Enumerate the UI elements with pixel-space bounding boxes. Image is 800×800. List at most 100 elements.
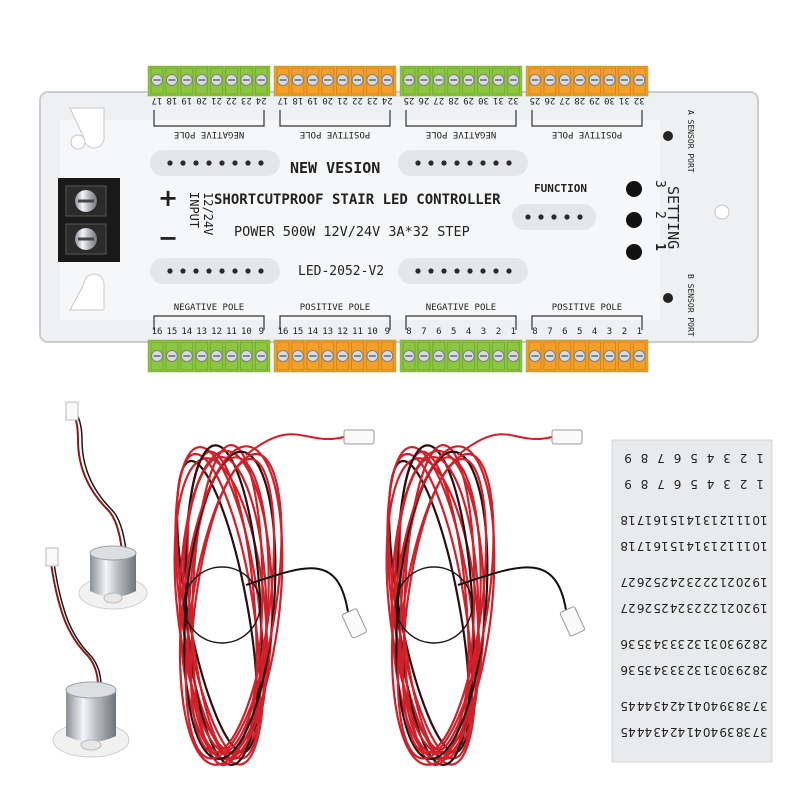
terminal-number: 14 (307, 327, 318, 337)
sticker-number: 15 (670, 539, 685, 553)
sticker-number: 35 (637, 663, 652, 677)
terminal-block (399, 65, 523, 97)
sticker-number: 28 (752, 637, 767, 651)
terminal-number: 21 (337, 95, 348, 105)
sticker-number: 45 (620, 725, 635, 739)
terminal-number: 11 (226, 327, 237, 337)
sticker-number: 28 (752, 663, 767, 677)
sticker-number: 12 (719, 539, 734, 553)
extension-cable-coil-left (173, 429, 375, 767)
sticker-number: 29 (736, 663, 751, 677)
terminal-number: 31 (493, 95, 504, 105)
pole-label: POSITIVE POLE (552, 303, 622, 313)
b-sensor-port-label: B SENSOR PORT (686, 274, 695, 337)
sticker-number: 4 (707, 477, 715, 491)
terminal-block (525, 65, 649, 97)
wire-connector (551, 429, 583, 445)
sticker-number: 9 (624, 477, 632, 491)
terminal-number: 17 (152, 95, 163, 105)
sticker-number: 27 (620, 575, 635, 589)
terminal-number: 4 (592, 327, 597, 337)
sticker-number: 24 (670, 601, 685, 615)
terminal-number: 27 (433, 95, 444, 105)
sticker-number: 41 (686, 725, 701, 739)
terminal-number: 10 (241, 327, 252, 337)
setting-button-2[interactable] (626, 212, 642, 228)
terminal-block (147, 339, 271, 373)
sticker-number: 5 (690, 451, 698, 465)
setting-number-1: 1 (652, 243, 667, 251)
pole-label: POSITIVE POLE (552, 129, 622, 139)
terminal-number: 12 (337, 327, 348, 337)
sticker-number: 31 (703, 663, 718, 677)
power-spec: POWER 500W 12V/24V 3A*32 STEP (234, 224, 470, 240)
setting-number-3: 3 (652, 180, 667, 188)
setting-label: SETTING (664, 186, 682, 249)
sticker-number: 40 (703, 725, 718, 739)
sticker-number: 7 (657, 451, 665, 465)
power-input-terminal (58, 178, 120, 262)
sticker-number: 30 (719, 663, 734, 677)
a-sensor-port[interactable] (663, 131, 673, 141)
sticker-number: 37 (752, 725, 767, 739)
terminal-number: 29 (463, 95, 474, 105)
sticker-number: 2 (740, 451, 748, 465)
number-sticker-sheet: 1110101919282837372211112020292938383312… (611, 439, 773, 763)
setting-button-1[interactable] (626, 244, 642, 260)
sticker-number: 42 (670, 725, 685, 739)
sticker-number: 11 (736, 513, 751, 527)
terminal-number: 26 (544, 95, 555, 105)
sticker-number: 5 (690, 477, 698, 491)
sticker-number: 38 (736, 699, 751, 713)
input-voltage: 12/24V (201, 192, 215, 235)
sticker-number: 8 (641, 477, 649, 491)
terminal-number: 14 (181, 327, 192, 337)
terminal-number: 16 (278, 327, 289, 337)
terminal-number: 8 (532, 327, 537, 337)
terminal-number: 30 (478, 95, 489, 105)
b-sensor-port[interactable] (663, 293, 673, 303)
terminal-number: 18 (292, 95, 303, 105)
function-label: FUNCTION (534, 182, 587, 195)
input-plus-sign: + (158, 184, 178, 212)
pole-label: NEGATIVE POLE (426, 303, 496, 313)
model-number: LED-2052-V2 (298, 264, 384, 279)
sticker-number: 37 (752, 699, 767, 713)
terminal-number: 28 (574, 95, 585, 105)
sticker-number: 40 (703, 699, 718, 713)
terminal-block (525, 339, 649, 373)
sticker-number: 32 (686, 637, 701, 651)
sticker-number: 6 (674, 477, 682, 491)
controller-housing (39, 91, 759, 343)
sticker-number: 31 (703, 637, 718, 651)
setting-buttons (626, 181, 642, 260)
terminal-number: 3 (481, 327, 486, 337)
pir-sensor-upper (65, 401, 148, 610)
sticker-number: 20 (736, 575, 751, 589)
sticker-number: 39 (719, 725, 734, 739)
wire-connector (341, 608, 367, 639)
setting-button-3[interactable] (626, 181, 642, 197)
terminal-number: 7 (421, 327, 426, 337)
sticker-number: 45 (620, 699, 635, 713)
sticker-number: 13 (703, 539, 718, 553)
sticker-number: 16 (653, 513, 668, 527)
terminal-number: 2 (496, 327, 501, 337)
sticker-number: 7 (657, 477, 665, 491)
sticker-number: 10 (752, 513, 767, 527)
terminal-number: 5 (451, 327, 456, 337)
sticker-number: 8 (641, 451, 649, 465)
wire-connector (559, 606, 585, 637)
terminal-number: 10 (367, 327, 378, 337)
terminal-number: 24 (256, 95, 267, 105)
sticker-number: 14 (686, 539, 701, 553)
sticker-number: 36 (620, 637, 635, 651)
wire-connector (343, 429, 375, 445)
terminal-number: 17 (278, 95, 289, 105)
sticker-number: 3 (723, 477, 731, 491)
